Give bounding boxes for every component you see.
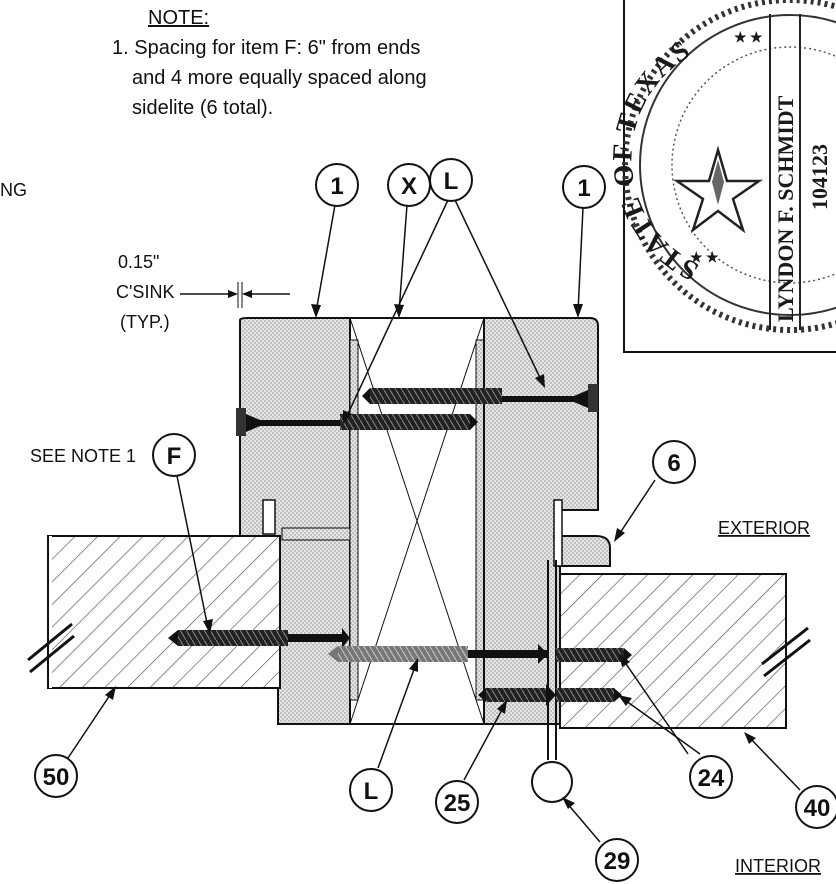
left-wall-50: [47, 535, 281, 689]
callout-29: 29: [595, 838, 639, 882]
screw-24-upper: [556, 648, 624, 662]
csink-line-2: C'SINK: [116, 282, 174, 302]
seal-star-dots-top: ★ ★: [734, 30, 763, 46]
callout-bubbles: 1 X L 1 F 6 50 L 25 24 40 29: [34, 158, 836, 882]
callout-50: 50: [34, 754, 78, 798]
seal-star-dots: ★ ★: [690, 250, 719, 266]
callout-l-bottom: L: [349, 768, 393, 812]
screw-head-upper-right: [588, 384, 598, 412]
left-jamb-groove: [262, 499, 276, 535]
note-line-1: 1. Spacing for item F: 6" from ends: [112, 37, 420, 59]
backer-rod-29: [531, 761, 573, 803]
callout-1-right: 1: [562, 165, 606, 209]
svg-text:L: L: [364, 778, 379, 805]
screw-24-lower: [556, 688, 614, 702]
section-geometry: [27, 317, 811, 803]
note-block: NOTE: 1. Spacing for item F: 6" from end…: [112, 7, 427, 119]
screw-thread-upper-right: [370, 388, 502, 404]
svg-text:X: X: [401, 173, 417, 200]
svg-text:1: 1: [330, 173, 343, 200]
edge-text-fragment: NG: [0, 180, 27, 200]
callout-25: 25: [435, 780, 479, 824]
see-note-label: SEE NOTE 1: [30, 446, 136, 466]
seal-engineer-name: LYNDON F. SCHMIDT: [773, 95, 798, 322]
svg-text:24: 24: [698, 765, 725, 792]
flashing-6: [552, 535, 611, 567]
callout-40: 40: [795, 785, 836, 829]
note-title: NOTE:: [148, 7, 209, 29]
svg-text:25: 25: [444, 790, 471, 817]
interior-label: INTERIOR: [735, 856, 821, 876]
svg-text:L: L: [444, 168, 459, 195]
screw-25: [486, 688, 546, 702]
screw-thread-upper-left: [340, 414, 470, 430]
seal-outer-ring: [622, 0, 836, 333]
screw-f-thread: [178, 630, 288, 646]
callout-l-top: L: [429, 158, 473, 202]
csink-line-3: (TYP.): [120, 312, 170, 332]
screw-l-thread: [338, 646, 468, 662]
fasteners: [168, 384, 632, 706]
note-line-2: and 4 more equally spaced along: [132, 67, 427, 89]
callout-x: X: [387, 163, 431, 207]
svg-text:F: F: [167, 443, 182, 470]
engineer-seal: STATE OF TEXAS LYNDON F. SCHMIDT 104123 …: [607, 0, 836, 353]
left-jamb: [239, 317, 351, 725]
svg-text:29: 29: [604, 848, 631, 875]
callout-1-left: 1: [315, 163, 359, 207]
callout-f: F: [152, 433, 196, 477]
exterior-label: EXTERIOR: [718, 518, 810, 538]
callout-24: 24: [689, 755, 733, 799]
leader-lines: [67, 199, 801, 843]
svg-text:6: 6: [667, 450, 680, 477]
seal-dot-ring: [671, 46, 836, 284]
csink-line-1: 0.15": [118, 252, 159, 272]
svg-text:40: 40: [804, 795, 831, 822]
note-line-3: sidelite (6 total).: [132, 97, 273, 119]
seal-inner-ring: [639, 14, 836, 316]
csink-annotation: 0.15" C'SINK (TYP.): [116, 252, 290, 332]
screw-head-upper-left: [236, 408, 246, 436]
svg-text:1: 1: [577, 175, 590, 202]
svg-text:50: 50: [43, 764, 70, 791]
callout-6: 6: [652, 440, 696, 484]
seal-license-number: 104123: [807, 144, 832, 210]
